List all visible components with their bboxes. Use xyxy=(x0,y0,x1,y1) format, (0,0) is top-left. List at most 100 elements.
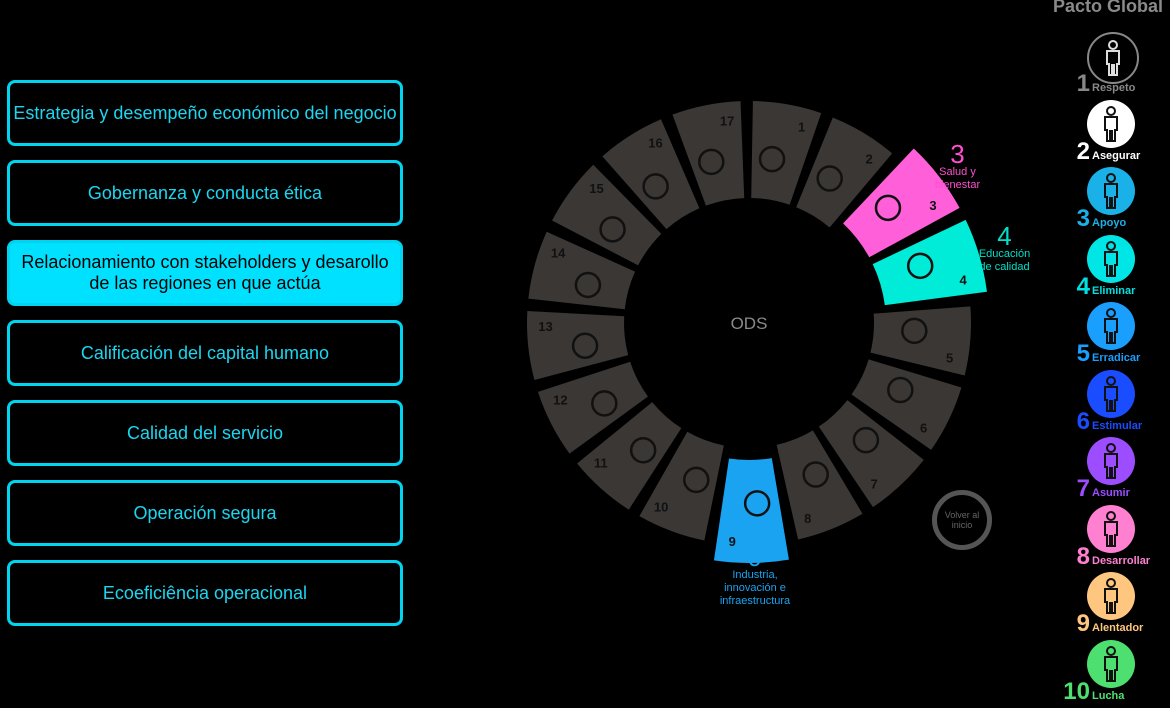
ods-segment-number: 5 xyxy=(946,350,953,365)
menu-item[interactable]: Calificación del capital humano xyxy=(7,320,403,386)
back-to-start-button[interactable]: Volver al inicio xyxy=(932,490,992,550)
eye-globe-icon xyxy=(571,332,599,359)
ods-segment-number: 8 xyxy=(804,511,811,526)
ods-highlight-number: 3 xyxy=(950,139,965,169)
arrows-icon xyxy=(682,466,710,494)
balance-icon xyxy=(1087,437,1135,485)
people-icon xyxy=(758,145,786,173)
ods-segment-15[interactable] xyxy=(552,164,662,266)
ods-segment-17[interactable] xyxy=(672,101,745,206)
ods-highlight-text: Salud y bienestar xyxy=(934,166,981,191)
ods-segment-number: 10 xyxy=(654,500,668,515)
pacto-label: Lucha xyxy=(1092,689,1125,702)
water-drop-icon xyxy=(887,376,914,404)
cubes-icon xyxy=(743,490,771,517)
pacto-item[interactable]: 5 Erradicar xyxy=(1050,302,1170,368)
pacto-number: 10 xyxy=(1063,677,1090,705)
city-icon xyxy=(629,436,657,464)
ods-highlight-text: Industria, innovación e infraestructura xyxy=(719,569,791,607)
pacto-number: 6 xyxy=(1076,407,1090,435)
ods-segment-number: 11 xyxy=(594,455,608,470)
pacto-item[interactable]: 1 Respeto xyxy=(1050,32,1170,98)
pacto-label: Asumir xyxy=(1092,487,1130,499)
ods-segment-number: 4 xyxy=(960,273,968,288)
ods-highlight-text: Educación de calidad xyxy=(978,248,1031,273)
ods-segment-14[interactable] xyxy=(528,231,636,310)
dove-icon xyxy=(642,173,669,200)
menu-item[interactable]: Relacionamiento con stakeholders y desar… xyxy=(7,240,403,306)
ods-segment-number: 15 xyxy=(589,181,603,196)
tree-icon xyxy=(599,216,626,243)
wheel-center-label: ODS xyxy=(731,314,768,333)
pacto-item[interactable]: 6 Estimular xyxy=(1050,369,1170,436)
ods-segment-4[interactable] xyxy=(872,219,987,306)
sun-icon xyxy=(852,426,880,454)
chained-person-icon xyxy=(1087,234,1135,283)
ods-highlight-number: 4 xyxy=(997,221,1012,251)
ods-segment-number: 14 xyxy=(551,245,566,260)
menu-item-label: Relacionamiento con stakeholders y desar… xyxy=(21,252,389,293)
ods-segment-number: 6 xyxy=(920,420,927,435)
pacto-number: 2 xyxy=(1076,137,1090,165)
pacto-number: 7 xyxy=(1076,475,1090,502)
ods-segment-9[interactable] xyxy=(713,458,789,563)
pacto-item[interactable]: 9 Alentador xyxy=(1050,572,1170,638)
infinity-icon xyxy=(591,390,618,417)
person-braces-icon xyxy=(1087,99,1135,148)
pacto-label: Estimular xyxy=(1092,419,1143,432)
ods-segment-11[interactable] xyxy=(577,402,682,510)
menu-item-label: Ecoeficiência operacional xyxy=(102,582,308,603)
ods-highlight-number: 9 xyxy=(747,542,763,572)
ods-segment-number: 12 xyxy=(553,392,567,407)
ods-segment-13[interactable] xyxy=(527,310,629,380)
woman-plus-icon xyxy=(1087,369,1135,418)
heartbeat-icon xyxy=(874,194,902,222)
fight-icon xyxy=(1087,639,1135,688)
pacto-item[interactable]: 4 Eliminar xyxy=(1050,234,1170,301)
ods-segment-number: 16 xyxy=(648,135,662,150)
ods-segment-10[interactable] xyxy=(639,431,724,541)
pacto-item[interactable]: 10 Lucha xyxy=(1050,639,1170,706)
menu-item-label: Gobernanza y conducta ética xyxy=(87,182,323,203)
menu-item[interactable]: Calidad del servicio xyxy=(7,400,403,466)
ods-segment-number: 7 xyxy=(871,476,878,491)
gears-icon xyxy=(1087,572,1135,620)
bowl-icon xyxy=(816,165,843,192)
ods-segment-1[interactable] xyxy=(751,101,822,205)
pacto-item[interactable]: 2 Asegurar xyxy=(1050,99,1170,166)
ods-segment-number: 2 xyxy=(866,152,873,167)
rings-icon xyxy=(698,148,725,176)
pacto-item[interactable]: 3 Apoyo xyxy=(1050,167,1170,233)
ods-segment-7[interactable] xyxy=(818,400,924,508)
pacto-label: Apoyo xyxy=(1092,217,1127,229)
pacto-item[interactable]: 7 Asumir xyxy=(1050,437,1170,503)
pacto-label: Erradicar xyxy=(1092,352,1141,364)
ods-segment-3[interactable] xyxy=(843,148,960,258)
book-icon xyxy=(906,252,934,280)
menu-item[interactable]: Gobernanza y conducta ética xyxy=(7,160,403,226)
gender-icon xyxy=(901,317,928,345)
develop-icon xyxy=(1087,504,1135,553)
menu-item[interactable]: Estrategia y desempeño económico del neg… xyxy=(7,80,403,146)
pacto-item[interactable]: 8 Desarrollar xyxy=(1050,504,1170,571)
pacto-number: 5 xyxy=(1076,340,1090,367)
menu-item-label: Operación segura xyxy=(133,502,277,523)
person-plus-icon xyxy=(1087,32,1139,84)
pacto-global-title: Pacto Global xyxy=(1053,0,1164,16)
pacto-label: Asegurar xyxy=(1092,149,1141,162)
ods-segment-number: 13 xyxy=(538,319,552,334)
menu-item-label: Calidad del servicio xyxy=(126,422,284,443)
ods-segment-6[interactable] xyxy=(851,359,962,450)
group-icon xyxy=(1087,167,1135,215)
menu-item[interactable]: Ecoeficiência operacional xyxy=(7,560,403,626)
ods-segment-2[interactable] xyxy=(796,117,893,228)
menu-item-label: Estrategia y desempeño económico del neg… xyxy=(13,102,397,123)
pacto-number: 8 xyxy=(1076,542,1090,570)
ods-segment-number: 1 xyxy=(798,119,805,134)
menu-item[interactable]: Operación segura xyxy=(7,480,403,546)
pacto-label: Respeto xyxy=(1092,82,1136,94)
